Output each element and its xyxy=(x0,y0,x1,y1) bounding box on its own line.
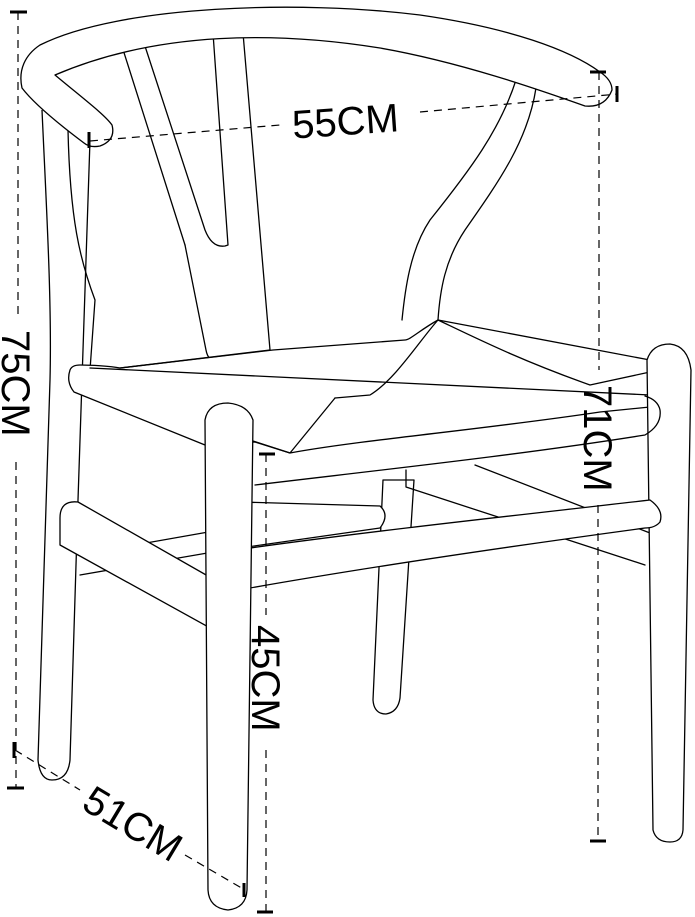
rear-left-leg xyxy=(37,109,91,781)
dimension-total-height: 75CM xyxy=(0,10,37,790)
right-arm-rail xyxy=(254,395,661,486)
front-stretcher xyxy=(249,499,662,589)
top-rail xyxy=(20,6,613,148)
dimension-width-label: 55CM xyxy=(291,96,401,147)
right-back-post xyxy=(401,79,537,321)
dimension-total-height-label: 75CM xyxy=(0,330,37,437)
front-right-leg xyxy=(646,343,692,843)
front-left-leg xyxy=(204,402,254,911)
left-back-post xyxy=(67,129,96,371)
dimension-arm-height-label: 71CM xyxy=(575,385,619,492)
back-splat xyxy=(119,32,271,365)
dimension-seat-height-label: 45CM xyxy=(243,625,287,732)
dimension-seat-height: 45CM xyxy=(243,452,287,914)
dimension-width: 55CM xyxy=(87,86,619,148)
dimension-arm-height: 71CM xyxy=(575,70,619,843)
left-side-stretcher xyxy=(59,501,251,651)
dimension-depth-label: 51CM xyxy=(75,778,189,871)
